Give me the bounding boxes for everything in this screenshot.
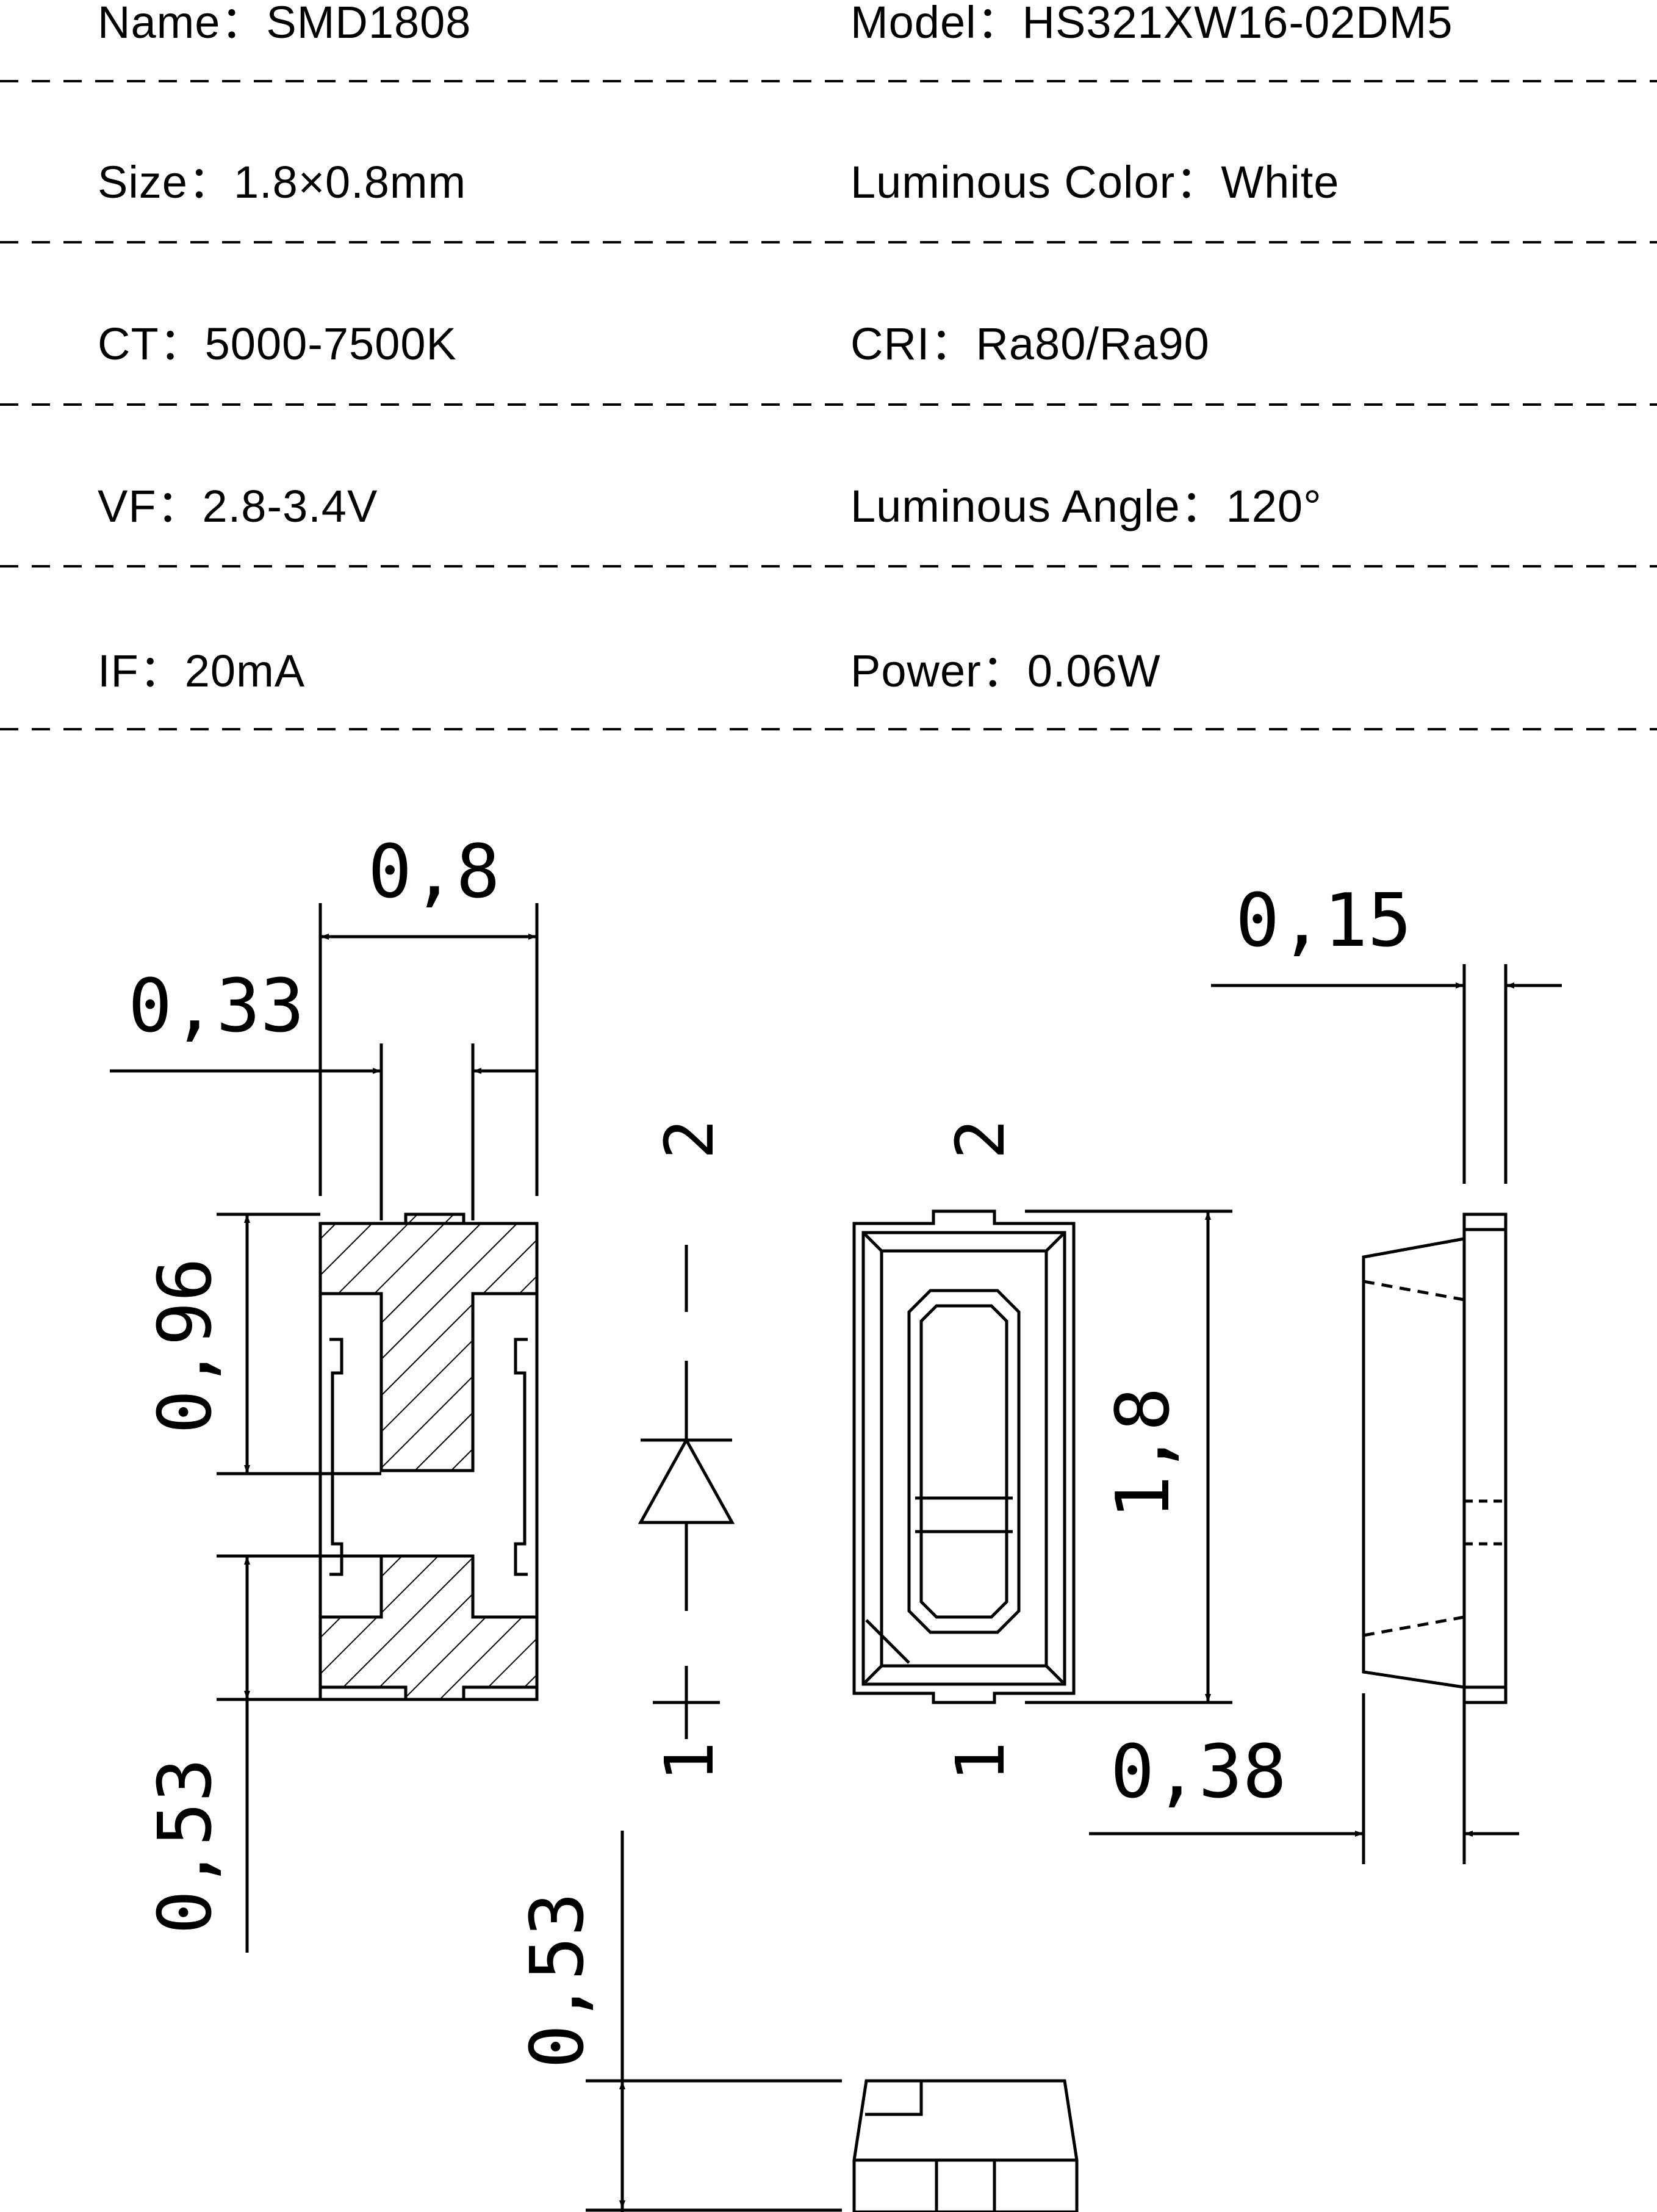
dim-side-thickness: 0,15 [1235,879,1412,964]
spec-luminous-color: Luminous Color：White [850,157,1340,207]
dim-pad-offset: 0,33 [128,964,304,1049]
spec-vf: VF：2.8-3.4V [98,481,378,531]
dim-side-depth: 0,38 [1110,1730,1287,1815]
dim-width-top: 0,8 [368,830,500,915]
spec-name: Name：SMD1808 [98,0,472,48]
diode-symbol [638,1245,735,1739]
pin-anode-label: 2 [650,1119,728,1159]
dim-pad-height-upper: 0,96 [143,1258,228,1434]
side-view [1089,964,1562,1864]
dim-length: 1,8 [1101,1387,1186,1519]
spec-model: Model：HS321XW16-02DM5 [850,0,1453,48]
top-view-pin-2: 2 [941,1119,1019,1159]
dim-bottom-height: 0,53 [516,1892,600,2069]
spec-cri: CRI：Ra80/Ra90 [850,319,1210,369]
spec-power: Power：0.06W [850,646,1161,696]
top-view-pin-1: 1 [941,1742,1019,1782]
pad-view [110,903,539,1953]
top-view [852,1209,1232,1704]
spec-ct: CT：5000-7500K [98,319,457,369]
separator-lines [0,80,1657,730]
pin-cathode-label: 1 [650,1742,728,1782]
front-view [586,1831,1079,2212]
spec-luminous-angle: Luminous Angle：120° [850,481,1322,531]
spec-if: IF：20mA [98,646,306,696]
spec-size: Size：1.8×0.8mm [98,157,467,207]
dim-pad-height-lower: 0,53 [143,1758,228,1934]
